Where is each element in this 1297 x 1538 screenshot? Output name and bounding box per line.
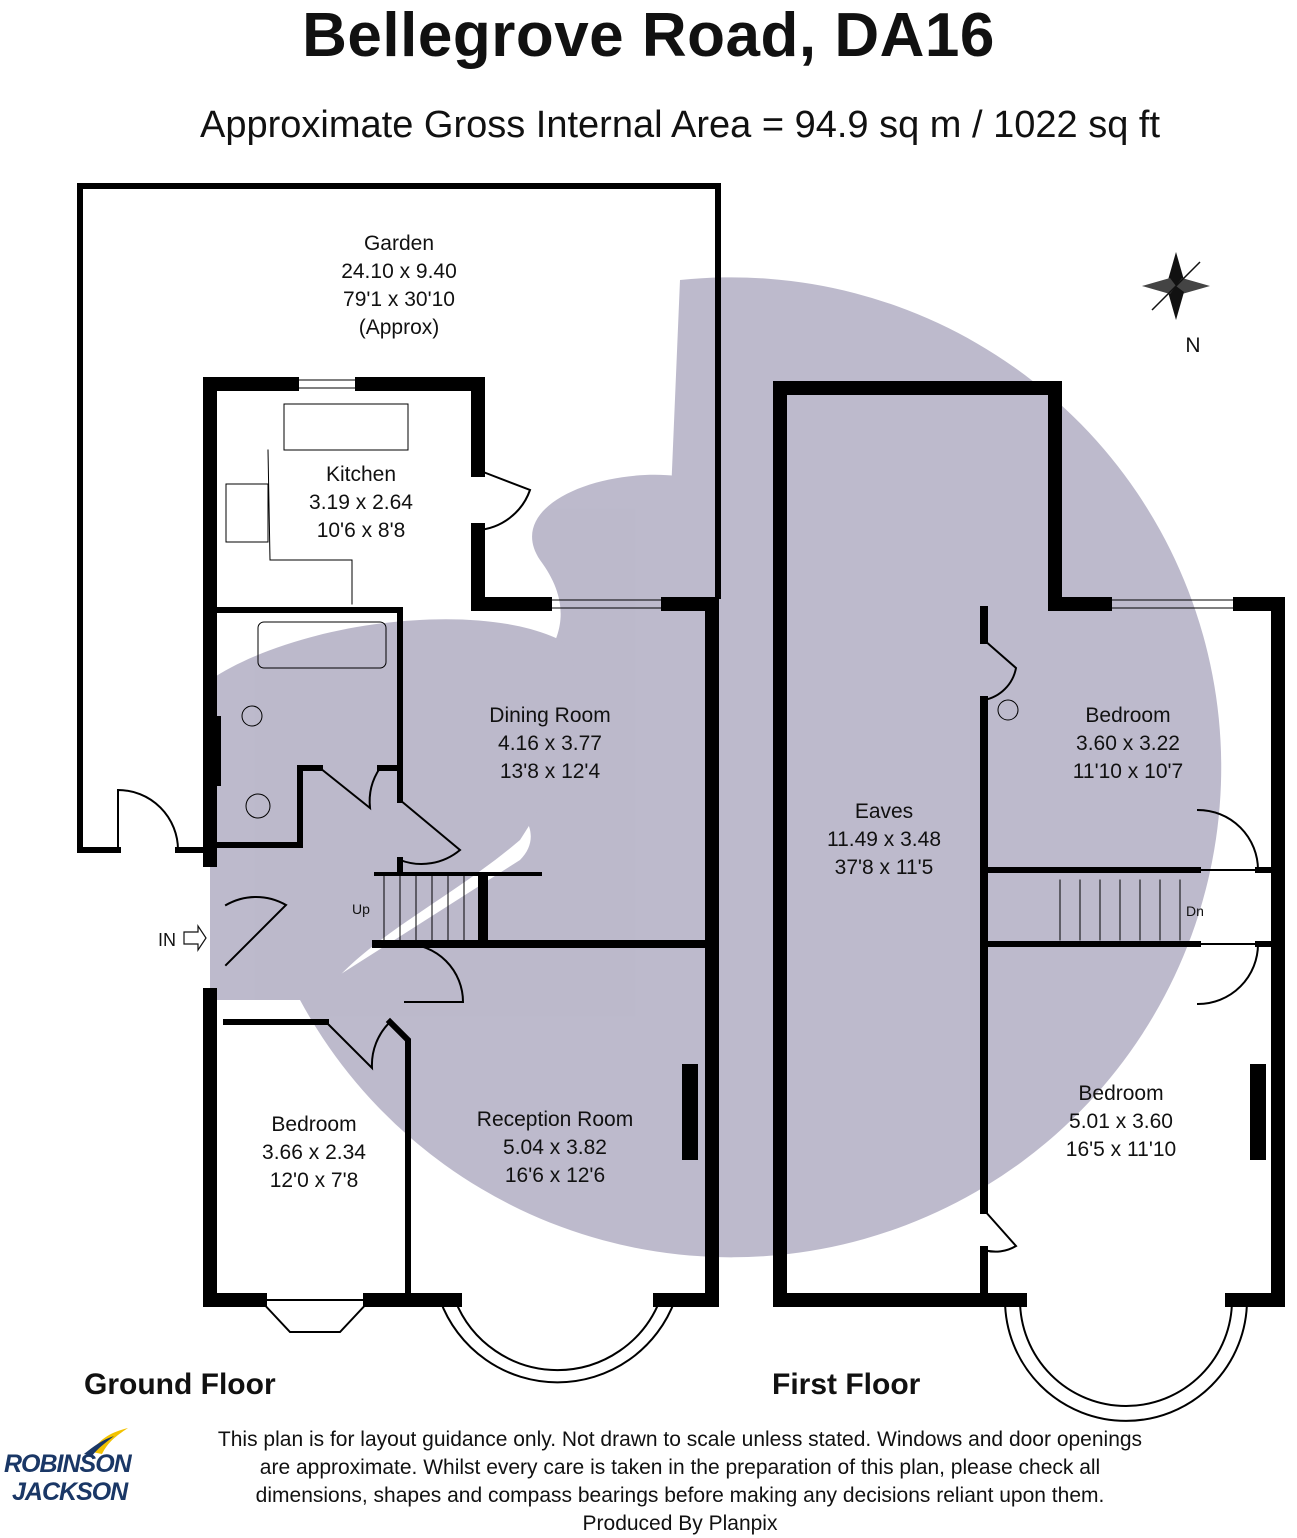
bedroom-ff1-name: Bedroom <box>1085 704 1170 727</box>
garden-metric: 24.10 x 9.40 <box>341 260 457 283</box>
dining-imperial: 13'8 x 12'4 <box>500 760 601 783</box>
kitchen-metric: 3.19 x 2.64 <box>309 491 413 514</box>
first-floor-label: First Floor <box>772 1368 921 1401</box>
logo-line-2: JACKSON <box>12 1478 128 1506</box>
kitchen-name: Kitchen <box>326 463 396 486</box>
eaves-imperial: 37'8 x 11'5 <box>835 856 934 879</box>
bedroom-gf-metric: 3.66 x 2.34 <box>262 1141 366 1164</box>
bedroom-ff2-metric: 5.01 x 3.60 <box>1069 1110 1173 1133</box>
bedroom-gf-imperial: 12'0 x 7'8 <box>270 1169 359 1192</box>
logo-swoosh-icon <box>84 1428 128 1456</box>
entrance-arrow-icon <box>183 924 207 952</box>
bedroom-ff2-name: Bedroom <box>1078 1082 1163 1105</box>
disclaimer-line: are approximate. Whilst every care is ta… <box>259 1456 1101 1479</box>
reception-metric: 5.04 x 3.82 <box>503 1136 607 1159</box>
dining-name: Dining Room <box>489 704 610 727</box>
disclaimer: This plan is for layout guidance only. N… <box>170 1426 1190 1538</box>
entrance-label: IN <box>158 930 176 950</box>
page-subtitle: Approximate Gross Internal Area = 94.9 s… <box>200 104 1161 146</box>
ground-floor <box>77 183 721 1384</box>
kitchen-imperial: 10'6 x 8'8 <box>317 519 406 542</box>
first-floor <box>773 381 1285 1422</box>
disclaimer-line: This plan is for layout guidance only. N… <box>217 1428 1143 1451</box>
stairs-up-label: Up <box>352 901 370 917</box>
garden-imperial: 79'1 x 30'10 <box>343 288 455 311</box>
garden-note: (Approx) <box>359 316 440 339</box>
compass-label: N <box>1185 334 1200 357</box>
robinson-jackson-logo: ROBINSON JACKSON <box>4 1426 134 1516</box>
bedroom-ff1-imperial: 11'10 x 10'7 <box>1073 760 1183 783</box>
stairs-down-label: Dn <box>1186 903 1204 919</box>
bedroom-ff2-imperial: 16'5 x 11'10 <box>1066 1138 1176 1161</box>
reception-name: Reception Room <box>477 1108 633 1131</box>
bedroom-gf-name: Bedroom <box>271 1113 356 1136</box>
compass-icon <box>1142 252 1210 320</box>
page-title: Bellegrove Road, DA16 <box>302 1 995 70</box>
reception-imperial: 16'6 x 12'6 <box>505 1164 605 1187</box>
disclaimer-line: dimensions, shapes and compass bearings … <box>255 1484 1105 1507</box>
logo-line-1: ROBINSON <box>4 1450 132 1478</box>
bedroom-ff1-metric: 3.60 x 3.22 <box>1076 732 1180 755</box>
garden-name: Garden <box>364 232 434 255</box>
disclaimer-line: Produced By Planpix <box>582 1512 778 1535</box>
eaves-name: Eaves <box>855 800 913 823</box>
eaves-metric: 11.49 x 3.48 <box>827 828 941 851</box>
dining-metric: 4.16 x 3.77 <box>498 732 602 755</box>
ground-floor-label: Ground Floor <box>84 1368 276 1401</box>
watermark-logo <box>210 277 1222 1258</box>
